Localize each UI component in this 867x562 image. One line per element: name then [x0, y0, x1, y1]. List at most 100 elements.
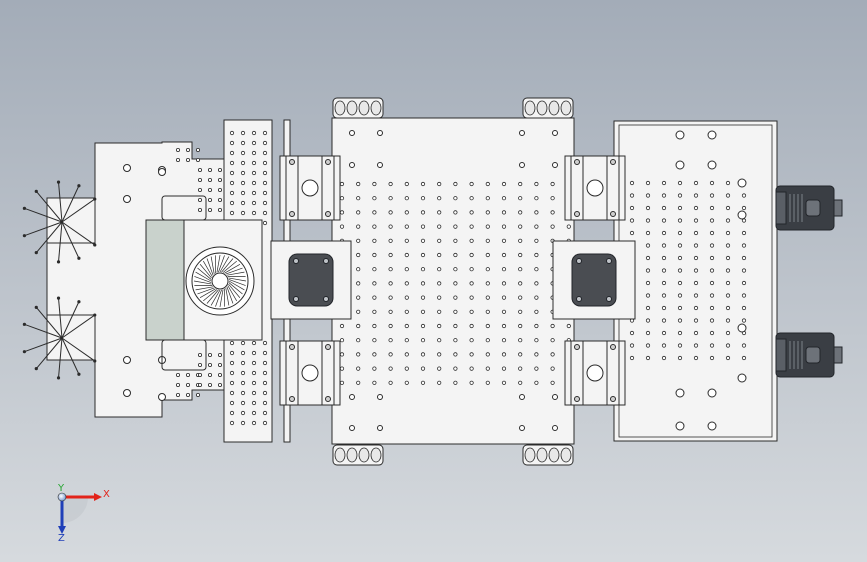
mount-hole	[725, 318, 731, 323]
fan-blade	[228, 280, 245, 291]
mount-hole	[185, 372, 190, 377]
tray-large-hole	[737, 373, 747, 383]
mount-hole	[240, 400, 246, 406]
mount-hole	[661, 255, 667, 261]
mount-hole	[453, 252, 458, 258]
triad-quadrant	[62, 497, 88, 523]
mount-hole	[437, 181, 442, 187]
mount-hole	[339, 338, 345, 343]
mount-hole	[550, 323, 555, 329]
mount-hole	[262, 380, 268, 386]
bristle-tip	[56, 376, 61, 380]
mount-hole	[677, 193, 683, 198]
mount-hole	[501, 338, 507, 343]
mount-hole	[229, 360, 235, 366]
mount-hole	[725, 305, 731, 311]
mount-hole	[207, 382, 212, 387]
mount-hole	[251, 140, 257, 146]
mount-hole	[725, 255, 731, 261]
mount-hole	[469, 281, 474, 286]
mount-hole	[741, 255, 747, 261]
y-axis-label: Y	[57, 483, 65, 494]
mount-hole	[251, 160, 257, 166]
tray-large-hole	[707, 160, 717, 170]
mount-screw	[325, 159, 331, 165]
mount-hole	[420, 366, 426, 371]
mount-hole	[420, 323, 426, 329]
mount-hole	[534, 323, 539, 329]
mount-hole	[693, 330, 699, 336]
fan-clip-top	[161, 195, 207, 221]
mount-hole	[453, 196, 458, 201]
fan-blade	[221, 258, 234, 273]
mount-hole	[485, 366, 490, 371]
mount-hole	[709, 330, 715, 336]
plate-corner-hole	[519, 162, 525, 168]
mount-hole	[339, 366, 345, 371]
mount-hole	[356, 366, 361, 371]
mount-hole	[677, 268, 683, 273]
mount-hole	[240, 340, 246, 346]
mount-hole	[469, 181, 474, 187]
mount-hole	[518, 338, 523, 343]
motor-terminal	[805, 346, 821, 364]
shaft-hole	[586, 179, 604, 197]
mount-hole	[404, 281, 409, 286]
plate-corner-hole	[349, 425, 355, 431]
brush-bristle	[35, 221, 63, 253]
mount-hole	[661, 318, 667, 323]
mount-hole	[339, 181, 345, 187]
mount-hole	[185, 157, 190, 162]
mount-hole	[693, 193, 699, 198]
mount-hole	[420, 309, 426, 314]
mecanum-wheels	[332, 97, 574, 466]
mount-screw	[574, 396, 580, 402]
mount-hole	[175, 382, 180, 387]
mount-hole	[217, 207, 222, 212]
mount-hole	[356, 224, 361, 229]
wheel-roller	[548, 100, 560, 116]
brush-bristle	[61, 221, 96, 246]
mount-hole	[566, 224, 571, 229]
mount-hole	[518, 309, 523, 314]
fan-blade	[195, 271, 212, 282]
mount-hole	[501, 295, 507, 300]
fan-blade	[225, 287, 230, 306]
mount-hole	[240, 160, 246, 166]
fan-blade	[224, 264, 241, 274]
mount-hole	[629, 193, 635, 198]
mount-hole	[251, 390, 257, 396]
mount-hole	[725, 243, 731, 248]
wheel-hub-edge	[522, 444, 574, 466]
plate-corner-hole	[519, 394, 525, 400]
bristle-tip	[77, 372, 81, 376]
bumper-hole	[123, 164, 131, 172]
mount-screw	[574, 211, 580, 217]
mount-hole	[453, 295, 458, 300]
mount-hole	[251, 350, 257, 356]
mount-screw	[610, 396, 616, 402]
motor-shaft-boss	[833, 199, 843, 217]
mount-hole	[709, 293, 715, 298]
mount-hole	[485, 281, 490, 286]
tray-large-hole	[737, 210, 747, 220]
mount-hole	[693, 305, 699, 311]
brush-bristle	[35, 307, 63, 339]
fan-blade	[197, 267, 212, 280]
mount-flange-left	[285, 340, 299, 406]
mount-hole	[404, 366, 409, 371]
brush-bristle	[61, 198, 96, 223]
mount-hole	[661, 193, 667, 198]
mount-hole	[437, 252, 442, 258]
wheel-roller	[358, 447, 370, 463]
mount-hole	[207, 177, 212, 182]
mount-hole	[388, 224, 393, 229]
mount-hole	[404, 295, 409, 300]
mount-hole	[629, 218, 635, 223]
mount-hole	[207, 167, 212, 172]
mount-hole	[197, 362, 202, 367]
mount-hole	[645, 305, 651, 311]
bearing-bolt	[606, 258, 612, 264]
mount-hole	[356, 210, 361, 215]
